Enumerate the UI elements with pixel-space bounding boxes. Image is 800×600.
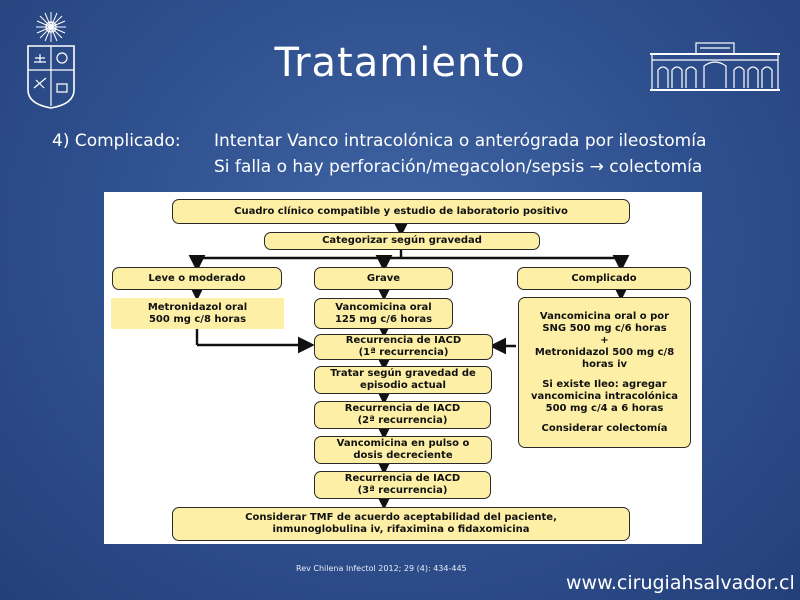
box-categorizar: Categorizar según gravedad (264, 232, 540, 250)
vanco-line-2: 125 mg c/6 horas (334, 313, 433, 325)
slide-title: Tratamiento (274, 40, 526, 86)
compl-line-5: horas iv (581, 358, 628, 370)
compl-line-11: Considerar colectomía (541, 422, 668, 434)
compl-line-7: Si existe Ileo: agregar (542, 378, 667, 390)
complicado-line-1: Intentar Vanco intracolónica o anterógra… (214, 131, 707, 151)
rec2-line-2: (2ª recurrencia) (357, 415, 448, 426)
website-url: www.cirugiahsalvador.cl (566, 572, 795, 594)
compl-line-1: Vancomicina oral o por (539, 310, 670, 322)
compl-line-3: + (600, 334, 609, 346)
citation: Rev Chilena Infectol 2012; 29 (4): 434-4… (296, 564, 467, 573)
compl-line-8: vancomicina intracolónica (530, 390, 679, 402)
treatment-flowchart: Cuadro clínico compatible y estudio de l… (104, 192, 702, 544)
box-leve-moderado: Leve o moderado (112, 267, 282, 290)
tmf-line-2: inmunoglobulina iv, rifaximina o fidaxom… (272, 524, 530, 535)
box-metronidazol: Metronidazol oral 500 mg c/8 horas (111, 298, 284, 329)
box-cuadro-clinico: Cuadro clínico compatible y estudio de l… (172, 199, 630, 224)
complicado-label: 4) Complicado: (52, 131, 181, 151)
university-emblem-logo (27, 12, 75, 109)
tmf-line-1: Considerar TMF de acuerdo aceptabilidad … (245, 512, 557, 523)
box-recurrencia-2: Recurrencia de IACD (2ª recurrencia) (314, 401, 491, 429)
flowchart-arrows (188, 220, 630, 510)
metro-line-2: 500 mg c/8 horas (148, 313, 247, 325)
box-complicado-tratamiento: Vancomicina oral o por SNG 500 mg c/6 ho… (518, 297, 691, 448)
tratar-line-1: Tratar según gravedad de (330, 368, 476, 379)
rec3-line-2: (3ª recurrencia) (357, 485, 448, 496)
compl-line-4: Metronidazol 500 mg c/8 (534, 346, 675, 358)
box-vancomicina-oral: Vancomicina oral 125 mg c/6 horas (314, 298, 453, 329)
rec3-line-1: Recurrencia de IACD (344, 473, 461, 484)
metro-line-1: Metronidazol oral (147, 301, 248, 313)
box-considerar-tmf: Considerar TMF de acuerdo aceptabilidad … (172, 507, 630, 541)
box-tratar-gravedad: Tratar según gravedad de episodio actual (314, 366, 492, 394)
rec1-line-2: (1ª recurrencia) (358, 347, 449, 358)
vanco-line-1: Vancomicina oral (335, 301, 432, 313)
box-vancomicina-pulso: Vancomicina en pulso o dosis decreciente (314, 436, 492, 464)
box-recurrencia-1: Recurrencia de IACD (1ª recurrencia) (314, 334, 493, 360)
tratar-line-2: episodio actual (360, 380, 446, 391)
rec1-line-1: Recurrencia de IACD (345, 335, 462, 346)
compl-line-2: SNG 500 mg c/6 horas (542, 322, 667, 334)
hospital-building-logo (650, 42, 780, 91)
rec2-line-1: Recurrencia de IACD (344, 403, 461, 414)
complicado-line-2: Si falla o hay perforación/megacolon/sep… (214, 157, 703, 177)
box-recurrencia-3: Recurrencia de IACD (3ª recurrencia) (314, 471, 491, 499)
pulso-line-1: Vancomicina en pulso o (336, 438, 470, 449)
pulso-line-2: dosis decreciente (353, 450, 453, 461)
box-complicado: Complicado (517, 267, 691, 290)
box-grave: Grave (314, 267, 453, 290)
compl-line-9: 500 mg c/4 a 6 horas (545, 402, 664, 414)
